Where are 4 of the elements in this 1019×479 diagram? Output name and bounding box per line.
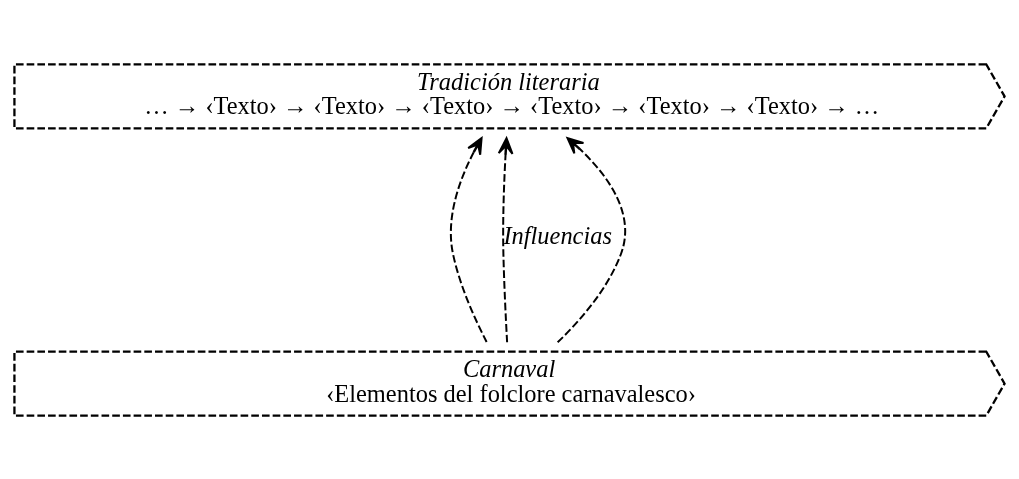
arrow	[497, 136, 514, 343]
edge-label: Influencias	[503, 221, 612, 249]
arrow	[556, 136, 627, 343]
arrow	[449, 136, 488, 343]
